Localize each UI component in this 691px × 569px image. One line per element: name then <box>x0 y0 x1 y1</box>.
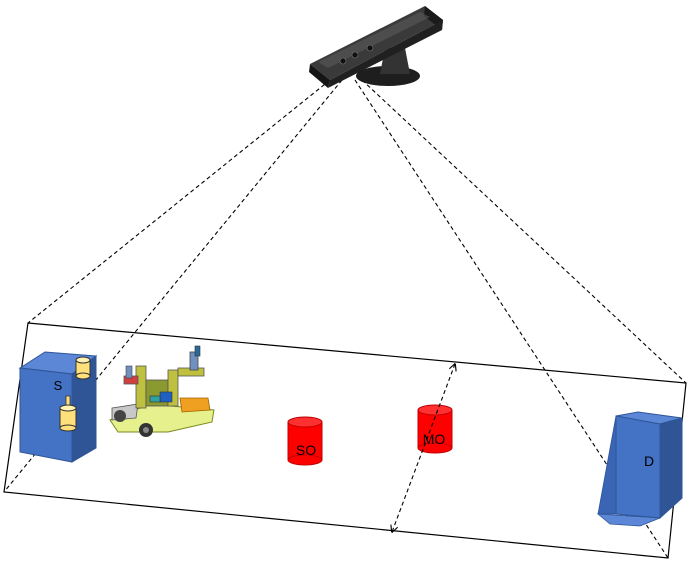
cylinder-icon <box>75 356 91 380</box>
cylinder-icon <box>59 395 77 432</box>
mobile-manipulator-robot-icon <box>109 345 215 437</box>
depth-camera-icon <box>309 6 443 88</box>
source-label: S <box>54 378 63 393</box>
static-obstacle-label: SO <box>296 442 316 458</box>
workspace-plane <box>3 322 687 559</box>
field-of-view-lines <box>3 79 687 559</box>
static-obstacle: SO <box>287 416 323 466</box>
destination-box: D <box>596 411 683 527</box>
moving-obstacle-label: MO <box>423 431 446 447</box>
destination-label: D <box>644 453 654 469</box>
moving-obstacle: MO <box>417 404 453 454</box>
moving-obstacle-path-arrow <box>392 364 455 532</box>
